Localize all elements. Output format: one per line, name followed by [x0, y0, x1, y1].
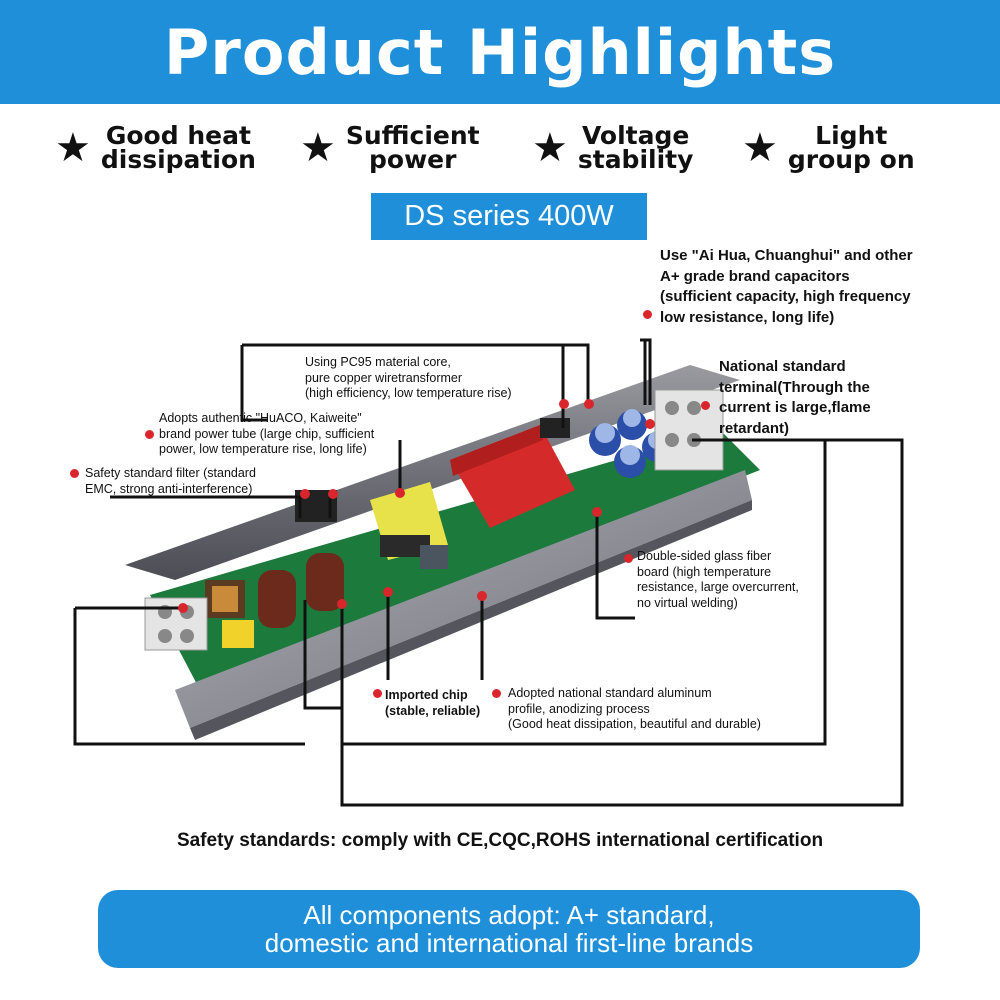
transformer-annotation: Using PC95 material core, pure copper wi…	[305, 355, 512, 400]
fiber-board-annotation: Double-sided glass fiber board (high tem…	[637, 549, 799, 610]
feature-voltage-stability: ★ Voltage stability	[532, 118, 693, 178]
footer-line-1: All components adopt: A+ standard,	[303, 900, 715, 930]
filter-annotation: Safety standard filter (standard EMC, st…	[85, 466, 256, 496]
series-badge: DS series 400W	[371, 193, 647, 240]
terminal-annotation: National standard terminal(Through the c…	[719, 358, 871, 437]
title-banner: Product Highlights	[0, 0, 1000, 104]
star-icon: ★	[300, 126, 336, 170]
star-icon: ★	[55, 126, 91, 170]
callout-dot	[643, 310, 652, 319]
footer-line-2: domestic and international first-line br…	[264, 928, 754, 958]
aluminum-annotation: Adopted national standard aluminum profi…	[508, 686, 761, 731]
safety-standards-text: Safety standards: comply with CE,CQC,ROH…	[176, 830, 824, 851]
feature-label: Voltage stability	[577, 121, 694, 174]
star-icon: ★	[742, 126, 778, 170]
footer-banner: All components adopt: A+ standard, domes…	[98, 890, 920, 968]
feature-light-group-on: ★ Light group on	[742, 118, 915, 178]
aluminum-housing	[125, 365, 760, 740]
feature-label: Light group on	[787, 121, 915, 174]
star-icon: ★	[532, 126, 568, 170]
feature-heat-dissipation: ★ Good heat dissipation	[55, 118, 256, 178]
callout-dot	[492, 689, 501, 698]
callout-dot	[145, 430, 154, 439]
callout-dots	[178, 399, 655, 613]
feature-label: Good heat dissipation	[100, 121, 256, 174]
callout-dot	[624, 554, 633, 563]
feature-sufficient-power: ★ Sufficient power	[300, 118, 480, 178]
components	[144, 389, 724, 651]
page-title: Product Highlights	[163, 15, 837, 89]
capacitor-annotation: Use "Ai Hua, Chuanghui" and other A+ gra…	[660, 247, 913, 326]
callout-dot	[373, 689, 382, 698]
callout-lines	[73, 338, 904, 807]
power-tube-annotation: Adopts authentic "HuACO, Kaiweite" brand…	[159, 411, 375, 456]
chip-annotation: Imported chip (stable, reliable)	[385, 688, 481, 718]
callout-dot	[70, 469, 79, 478]
callout-dot	[701, 401, 710, 410]
feature-label: Sufficient power	[345, 121, 480, 174]
